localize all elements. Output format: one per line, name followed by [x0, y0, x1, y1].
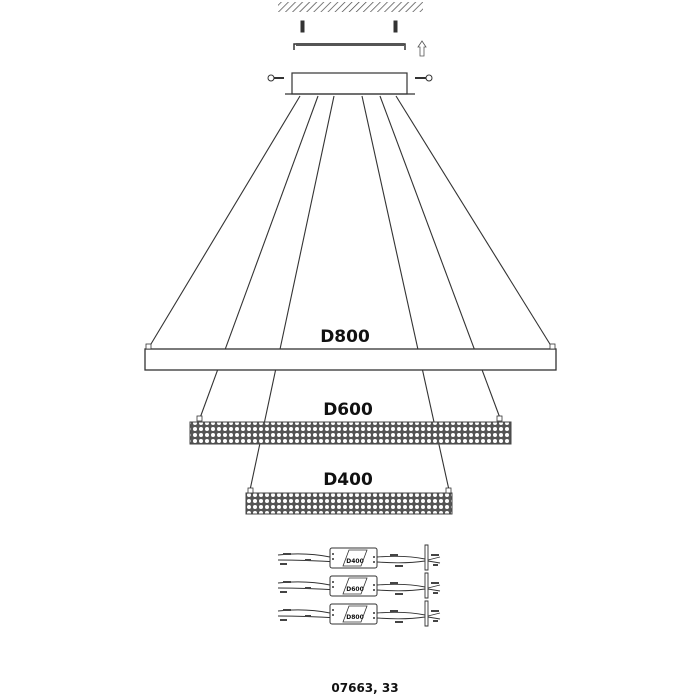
led-driver: D800 [277, 600, 441, 627]
up-arrow-icon [417, 40, 427, 57]
led-drivers: D400 D600 D800 [277, 544, 441, 627]
ring-label-d600: D600 [323, 400, 373, 420]
driver-label: D800 [346, 614, 364, 621]
ring-d400 [245, 492, 453, 515]
ceiling-screw-icon [300, 20, 398, 33]
side-screw-icon [267, 74, 433, 82]
canopy [291, 72, 408, 95]
led-driver: D600 [277, 572, 441, 599]
ring-label-d400: D400 [323, 470, 373, 490]
ceiling-hatch [278, 2, 423, 12]
product-code: 07663, 33 [331, 681, 398, 695]
led-driver: D400 [277, 544, 441, 571]
ring-d800 [144, 348, 557, 371]
ring-label-d800: D800 [320, 327, 370, 347]
driver-label: D400 [346, 558, 364, 565]
driver-label: D600 [346, 586, 364, 593]
ring-d600 [189, 421, 512, 445]
mounting-bracket [293, 43, 406, 50]
